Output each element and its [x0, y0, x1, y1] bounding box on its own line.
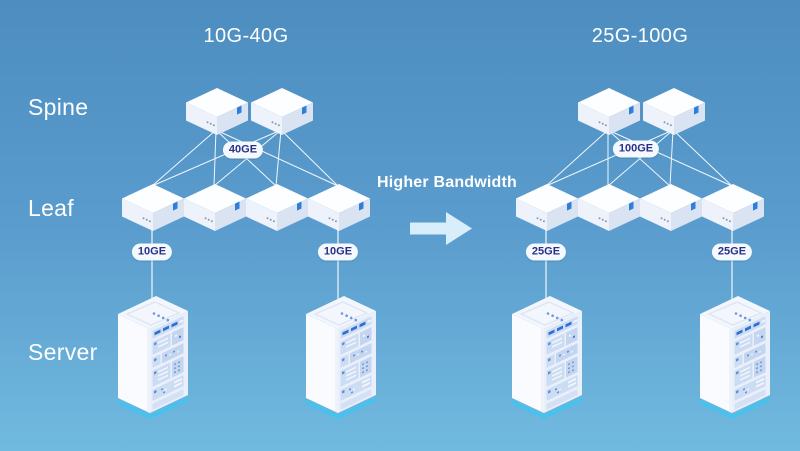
row-label-leaf: Leaf — [28, 195, 74, 221]
transition-label: Higher Bandwidth — [376, 174, 518, 191]
diagram-title-right: 25G-100G — [591, 25, 689, 47]
spine-switch — [251, 88, 313, 135]
server-rack — [511, 295, 583, 420]
leaf-switch — [578, 184, 640, 231]
link-speed-badge-server-left-1: 10GE — [131, 243, 173, 261]
leaf-switch — [246, 184, 308, 231]
link-speed-badge-server-right-2: 25GE — [711, 243, 753, 261]
diagram-title-left: 10G-40G — [203, 25, 289, 47]
spine-switch — [186, 88, 248, 135]
leaf-switch — [184, 184, 246, 231]
leaf-switch — [640, 184, 702, 231]
spine-switch — [643, 88, 705, 135]
arrow-right-icon — [410, 212, 472, 245]
leaf-switch — [516, 184, 578, 231]
leaf-switch — [308, 184, 370, 231]
leaf-server-links — [151, 225, 733, 300]
spine-leaf-links-right — [545, 129, 733, 187]
row-label-server: Server — [28, 339, 98, 365]
server-rack — [117, 295, 189, 420]
server-rack — [305, 295, 377, 420]
leaf-switch — [122, 184, 184, 231]
link-speed-badge-server-left-2: 10GE — [317, 243, 359, 261]
spine-switch — [578, 88, 640, 135]
link-speed-badge-spine-left: 40GE — [222, 141, 264, 159]
link-speed-badge-spine-right: 100GE — [612, 140, 660, 158]
leaf-switch — [702, 184, 764, 231]
link-speed-badge-server-right-1: 25GE — [525, 243, 567, 261]
server-rack — [699, 295, 771, 420]
row-label-spine: Spine — [28, 94, 89, 120]
